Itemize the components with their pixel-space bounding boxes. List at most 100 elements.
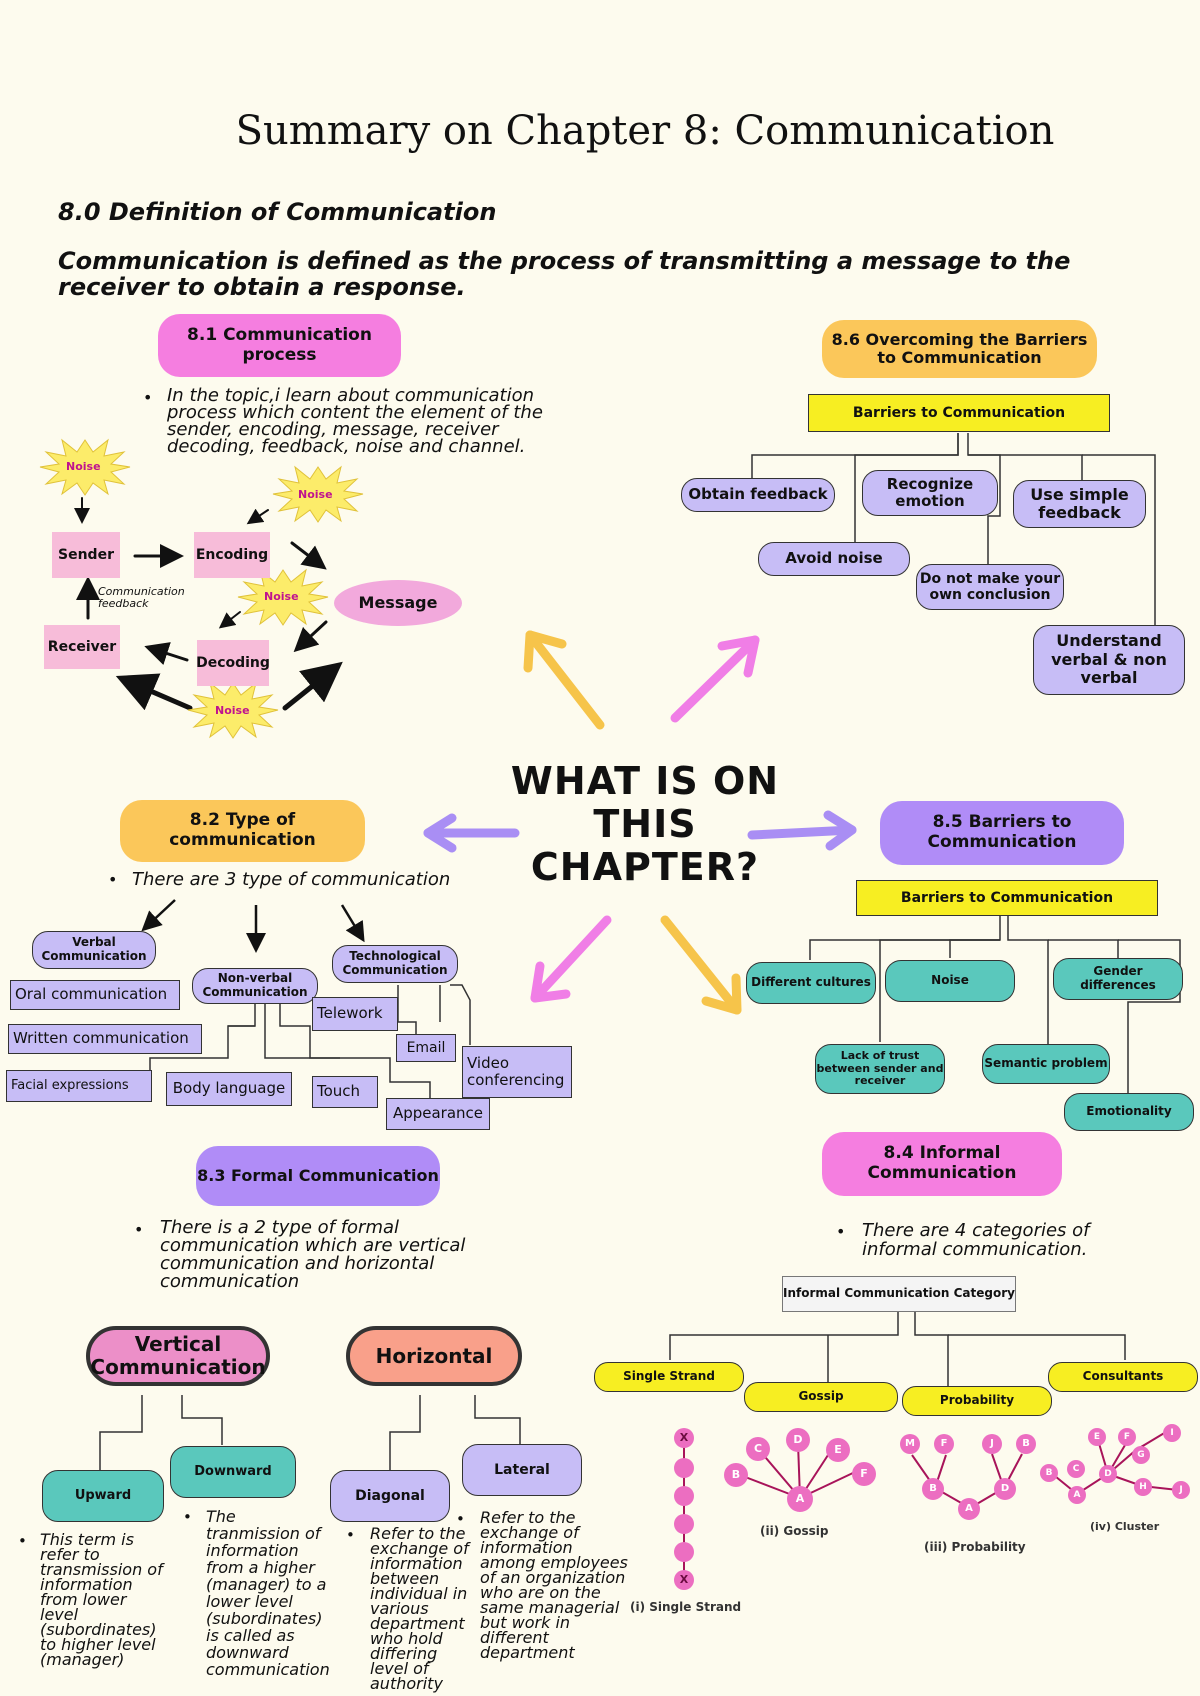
sender-node: Sender [52, 532, 120, 578]
network-node: D [786, 1428, 810, 1452]
noise-burst [272, 465, 364, 523]
network-node: B [724, 1463, 748, 1487]
feedback-label: Communication feedback [98, 585, 185, 610]
appearance-node: Appearance [386, 1098, 490, 1130]
s84-title: 8.4 Informal Communication [822, 1132, 1062, 1196]
page-title: Summary on Chapter 8: Communication [235, 108, 1055, 154]
process-arrows [74, 497, 343, 711]
gossip-node: Gossip [744, 1382, 898, 1412]
s85-emotionality: Emotionality [1064, 1093, 1194, 1131]
network-node: A [958, 1498, 980, 1520]
s81-title: 8.1 Communication process [158, 314, 401, 377]
center-line: THIS [593, 802, 697, 846]
noise-label: Noise [298, 488, 333, 501]
message-node: Message [334, 580, 462, 626]
center-line: CHAPTER? [530, 845, 760, 889]
s86-item: Recognize emotion [862, 470, 998, 516]
network-node: X [674, 1570, 694, 1590]
verbal-node: Verbal Communication [32, 931, 156, 969]
s84-bullet: There are 4 categories of informal commu… [862, 1220, 1090, 1260]
network-node: F [934, 1434, 954, 1454]
bullet-dot: • [18, 1532, 27, 1550]
decoding-node: Decoding [196, 640, 270, 686]
network-node: E [826, 1438, 850, 1462]
noise-burst [187, 681, 279, 739]
bullet-dot: • [456, 1510, 465, 1528]
network-node: D [994, 1478, 1016, 1500]
network-node: A [1068, 1486, 1086, 1504]
horizontal-node: Horizontal [346, 1326, 522, 1386]
center-question: WHAT IS ON THIS CHAPTER? [500, 760, 790, 889]
network-node: C [746, 1437, 770, 1461]
center-arrows [423, 630, 857, 1015]
caption-cluster: (iv) Cluster [1090, 1520, 1160, 1533]
touch-node: Touch [312, 1076, 378, 1108]
telework-node: Telework [312, 997, 398, 1031]
definition-text: Communication is defined as the process … [58, 247, 1071, 301]
bullet-dot: • [108, 870, 118, 889]
bullet-dot: • [134, 1220, 144, 1239]
s84-root: Informal Communication Category [782, 1276, 1016, 1312]
noise-label: Noise [215, 704, 250, 717]
probability-node: Probability [902, 1386, 1052, 1416]
network-node: D [1099, 1465, 1117, 1483]
bullet-dot: • [183, 1508, 192, 1526]
caption-gossip: (ii) Gossip [760, 1524, 829, 1538]
s85-gender: Gender differences [1053, 958, 1183, 1000]
email-node: Email [396, 1034, 456, 1062]
downward-text: The tranmission of information from a hi… [206, 1507, 330, 1679]
diagonal-text: Refer to the exchange of information bet… [370, 1524, 469, 1693]
s83-title: 8.3 Formal Communication [196, 1146, 440, 1206]
s84-lines [669, 1312, 1126, 1388]
noise-bursts [39, 438, 364, 739]
s81-bullet: In the topic,i learn about communication… [167, 385, 543, 457]
s85-root: Barriers to Communication [856, 880, 1158, 916]
s83-lines [99, 1395, 521, 1470]
network-node: F [1118, 1428, 1136, 1446]
body-node: Body language [166, 1072, 292, 1106]
noise-label: Noise [264, 590, 299, 603]
vertical-node: Vertical Communication [86, 1326, 270, 1386]
written-node: Written communication [8, 1024, 202, 1054]
s86-root: Barriers to Communication [808, 394, 1110, 432]
s85-noise: Noise [885, 960, 1015, 1002]
network-node: B [1040, 1464, 1058, 1482]
s86-item: Use simple feedback [1013, 480, 1146, 528]
s85-cultures: Different cultures [746, 962, 876, 1004]
network-node: F [852, 1462, 876, 1486]
consultants-node: Consultants [1048, 1362, 1198, 1392]
s82-lines [149, 984, 471, 1100]
network-node: G [1132, 1446, 1150, 1464]
network-node: X [674, 1428, 694, 1448]
upward-text: This term is refer to transmission of in… [40, 1530, 163, 1669]
lateral-node: Lateral [462, 1444, 582, 1496]
s83-bullet: There is a 2 type of formal communicatio… [160, 1217, 466, 1292]
network-node: E [1088, 1428, 1106, 1446]
upward-node: Upward [42, 1470, 164, 1522]
s85-lines [809, 915, 1181, 1095]
caption-probability: (iii) Probability [924, 1540, 1026, 1554]
video-node: Video conferencing [462, 1046, 572, 1098]
network-node: I [1163, 1424, 1181, 1442]
noise-label: Noise [66, 460, 101, 473]
s86-item: Do not make your own conclusion [916, 564, 1064, 610]
center-line: WHAT IS ON [510, 759, 780, 803]
network-node [674, 1542, 694, 1562]
network-node [674, 1486, 694, 1506]
network-node: J [982, 1434, 1002, 1454]
s86-item: Understand verbal & non verbal [1033, 625, 1185, 695]
s86-item: Avoid noise [758, 542, 910, 576]
bullet-dot: • [346, 1526, 355, 1544]
s85-trust: Lack of trust between sender and receive… [815, 1044, 945, 1094]
network-node: A [787, 1486, 813, 1512]
s85-semantic: Semantic problem [982, 1044, 1110, 1084]
bullet-dot: • [836, 1222, 846, 1241]
s86-title: 8.6 Overcoming the Barriers to Communica… [822, 320, 1097, 378]
network-node [674, 1514, 694, 1534]
type-arrows [141, 899, 365, 953]
network-node: J [1172, 1481, 1190, 1499]
noise-burst [39, 438, 131, 496]
caption-single: (i) Single Strand [630, 1600, 742, 1614]
encoding-node: Encoding [194, 532, 270, 578]
